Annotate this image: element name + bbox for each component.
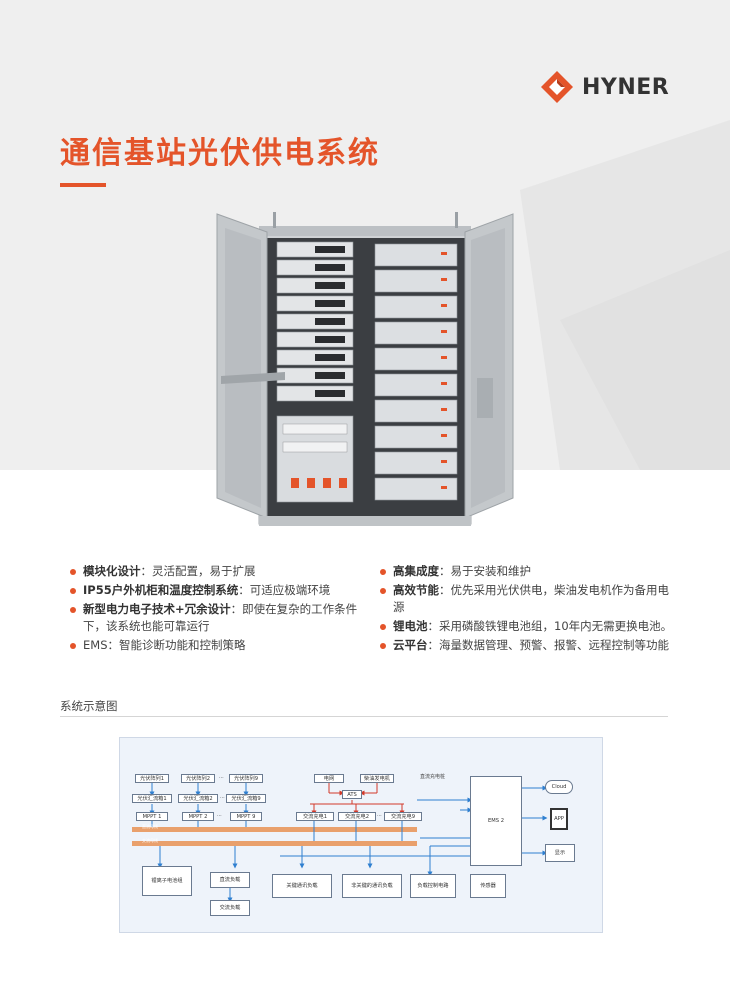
title-underline [60,183,106,187]
feature-item: 新型电力电子技术+冗余设计：即使在复杂的工作条件下，该系统也能可靠运行 [70,601,368,635]
dc-bus-label: 直流母线 [142,824,158,829]
ellipsis-text: ··· [219,775,224,781]
grid-box: 电网 [314,774,344,783]
dc-charger-label: 直流充电桩 [420,774,446,780]
feature-item: 高集成度：易于安装和维护 [380,563,680,580]
ellipsis-text: ··· [217,813,222,819]
ac-charger-box: 交流充电2 [338,812,376,821]
pv-combiner-box: 光伏汇流箱9 [226,794,266,803]
page-title: 通信基站光伏供电系统 [60,136,380,171]
brand-name: HYNER [582,74,670,100]
ac-charger-box: 交流充电9 [384,812,422,821]
bullet-dot-icon [380,624,386,630]
brand-logo: HYNER [540,70,669,104]
feature-item: 高效节能：优先采用光伏供电，柴油发电机作为备用电源 [380,582,680,616]
pv-array-box: 光伏阵列1 [135,774,169,783]
ac-bus-label: 交流母线 [142,838,158,843]
hyner-logo-icon [541,71,573,103]
ac-charger-box: 交流充电1 [296,812,334,821]
bullet-dot-icon [70,607,76,613]
pv-combiner-box: 光伏汇流箱2 [178,794,218,803]
mppt-box: MPPT 1 [136,812,168,821]
bullet-dot-icon [70,569,76,575]
feature-item: EMS：智能诊断功能和控制策略 [70,637,368,654]
cloud-icon: Cloud [545,780,573,794]
noncritical-telecom-load-box: 非关键的通讯负载 [342,874,402,898]
bullet-dot-icon [380,588,386,594]
diesel-generator-box: 柴油发电机 [360,774,394,783]
diagram-section-title: 系统示意图 [60,699,118,713]
pv-combiner-box: 光伏汇流箱1 [132,794,172,803]
feature-item: 模块化设计：灵活配置，易于扩展 [70,563,368,580]
bullet-dot-icon [380,643,386,649]
outdoor-cabinet-illustration [216,212,514,526]
feature-list-right: 高集成度：易于安装和维护 高效节能：优先采用光伏供电，柴油发电机作为备用电源 锂… [380,563,680,656]
sensor-box: 传感器 [470,874,506,898]
app-phone-icon: APP [550,808,568,830]
load-control-circuit-box: 负载控制电路 [410,874,456,898]
ems-controller-box: EMS 2 [470,776,522,866]
pv-array-box: 光伏阵列2 [181,774,215,783]
battery-pack-box: 锂离子电池组 [142,866,192,896]
critical-telecom-load-box: 关键通讯负载 [272,874,332,898]
mppt-box: MPPT 9 [230,812,262,821]
section-divider [60,716,668,717]
ats-box: ATS [342,790,362,799]
ellipsis-text: ··· [220,795,225,801]
bullet-dot-icon [380,569,386,575]
pv-array-box: 光伏阵列9 [229,774,263,783]
display-box: 显示 [545,844,575,862]
bullet-dot-icon [70,588,76,594]
feature-item: 云平台：海量数据管理、预警、报警、远程控制等功能 [380,637,680,654]
background-chevron-shapes [520,120,730,470]
ac-load-box: 交流负载 [210,900,250,916]
ellipsis-text: ··· [377,813,382,819]
mppt-box: MPPT 2 [182,812,214,821]
feature-item: IP55户外机柜和温度控制系统：可适应极端环境 [70,582,368,599]
bullet-dot-icon [70,643,76,649]
feature-item: 锂电池：采用磷酸铁锂电池组，10年内无需更换电池。 [380,618,680,635]
diagram-connectors [132,783,548,903]
feature-list-left: 模块化设计：灵活配置，易于扩展 IP55户外机柜和温度控制系统：可适应极端环境 … [70,563,368,656]
system-diagram: 光伏阵列1 光伏阵列2 ··· 光伏阵列9 光伏汇流箱1 光伏汇流箱2 ··· … [119,737,603,933]
dc-load-box: 直流负载 [210,872,250,888]
